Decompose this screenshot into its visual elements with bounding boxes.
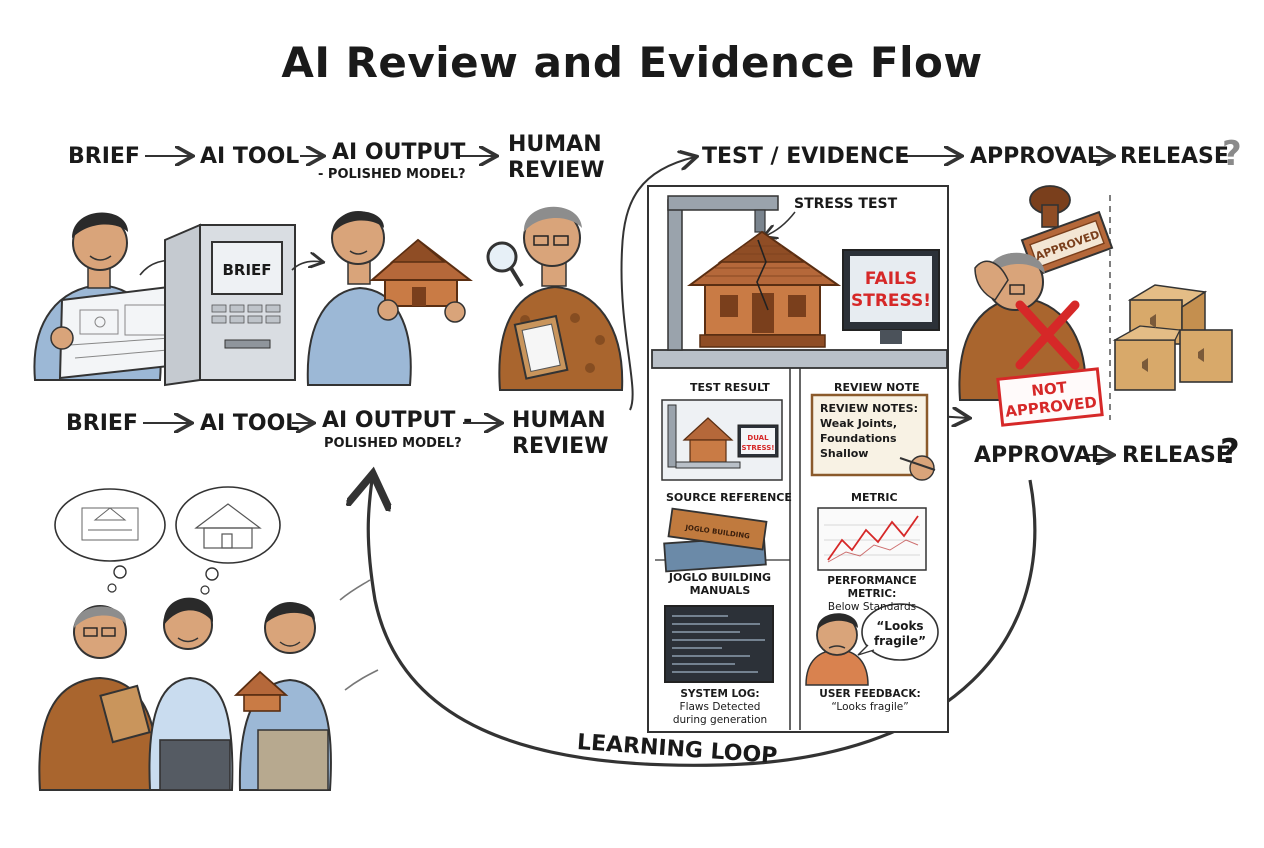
crack-mark bbox=[756, 239, 769, 311]
mid-flow-ai-output-sub: POLISHED MODEL? bbox=[324, 436, 462, 451]
learning-loop-arrow bbox=[368, 480, 1037, 767]
review-notes-line-2: Weak Joints, bbox=[820, 417, 897, 430]
reviewer-with-magnifier bbox=[486, 206, 624, 391]
source-reference-label: SOURCE REFERENCE bbox=[666, 491, 792, 504]
mid-flow-approval: APPROVAL bbox=[974, 443, 1105, 468]
monitor-fails-line: FAILS bbox=[865, 269, 917, 289]
user-feedback-line-1: USER FEEDBACK: bbox=[819, 688, 921, 700]
top-flow-brief: BRIEF bbox=[68, 144, 140, 169]
top-flow-approval: APPROVAL bbox=[970, 144, 1101, 169]
monitor-stress-line: STRESS! bbox=[851, 291, 931, 311]
review-note-label: REVIEW NOTE bbox=[834, 381, 920, 394]
evidence-panel-frame bbox=[647, 185, 949, 733]
ai-machine bbox=[164, 223, 322, 387]
team-discussion bbox=[38, 486, 332, 791]
review-notes-line-1: REVIEW NOTES: bbox=[820, 402, 918, 415]
performance-metric-line-1: PERFORMANCE METRIC: bbox=[827, 575, 917, 600]
machine-screen-label: BRIEF bbox=[222, 261, 271, 279]
review-notes-line-4: Shallow bbox=[820, 447, 868, 460]
metric-label: METRIC bbox=[851, 491, 898, 504]
system-log-caption: SYSTEM LOG: Flaws Detected during genera… bbox=[660, 688, 780, 727]
joglo-manuals-caption: JOGLO BUILDING MANUALS bbox=[660, 571, 780, 597]
mid-flow-brief: BRIEF bbox=[66, 411, 138, 436]
mid-flow-ai-output: AI OUTPUT - bbox=[322, 408, 473, 433]
page-title: AI Review and Evidence Flow bbox=[281, 38, 983, 87]
top-flow-human-review-line-2: REVIEW bbox=[508, 158, 605, 183]
system-log-line-3: during generation bbox=[672, 714, 768, 726]
rejection-x-mark bbox=[1015, 300, 1080, 370]
hint-stroke-2 bbox=[344, 669, 379, 691]
approval-illustration bbox=[958, 185, 1233, 427]
top-flow-ai-output-sub: - POLISHED MODEL? bbox=[318, 167, 466, 182]
feedback-bubble-line-1: “Looks bbox=[876, 619, 923, 633]
joglo-manuals-line-1: JOGLO BUILDING bbox=[668, 571, 772, 584]
top-flow-release: RELEASE bbox=[1120, 144, 1229, 169]
system-log-line-2: Flaws Detected bbox=[679, 701, 761, 713]
hint-stroke-1 bbox=[339, 579, 371, 601]
mini-monitor-line-1: DUAL bbox=[747, 434, 769, 442]
user-feedback-line-2: “Looks fragile” bbox=[831, 701, 909, 713]
top-flow-test-evidence: TEST / EVIDENCE bbox=[702, 144, 910, 169]
top-flow-arrows bbox=[145, 156, 1112, 411]
performance-metric-line-2: Below Standards bbox=[827, 601, 917, 613]
joglo-manuals-line-2: MANUALS bbox=[689, 584, 751, 597]
top-flow-human-review-line-1: HUMAN bbox=[508, 132, 602, 157]
release-boxes bbox=[1112, 284, 1233, 391]
system-log-line-1: SYSTEM LOG: bbox=[680, 688, 760, 700]
mid-flow-question-mark: ? bbox=[1220, 432, 1240, 472]
mid-flow-human-review-line-1: HUMAN bbox=[512, 408, 606, 433]
arrow-review-to-test bbox=[620, 157, 695, 411]
mid-flow-release: RELEASE bbox=[1122, 443, 1231, 468]
mid-flow-human-review-line-2: REVIEW bbox=[512, 434, 609, 459]
feedback-bubble-line-2: fragile” bbox=[874, 634, 926, 648]
review-notes-line-3: Foundations bbox=[820, 432, 897, 445]
mid-flow-ai-tool: AI TOOL bbox=[200, 411, 300, 436]
top-flow-question-mark: ? bbox=[1222, 134, 1242, 174]
not-approved-line-1: NOT bbox=[1031, 378, 1069, 400]
person-holding-model bbox=[306, 211, 473, 386]
user-feedback-caption: USER FEEDBACK: “Looks fragile” bbox=[800, 688, 940, 714]
top-flow-ai-tool: AI TOOL bbox=[200, 144, 300, 169]
top-flow-ai-output: AI OUTPUT bbox=[332, 140, 466, 165]
stress-test-label: STRESS TEST bbox=[794, 196, 898, 212]
test-result-label: TEST RESULT bbox=[690, 381, 770, 394]
performance-metric-caption: PERFORMANCE METRIC: Below Standards bbox=[802, 575, 942, 614]
mini-monitor-line-2: STRESS! bbox=[742, 444, 775, 452]
